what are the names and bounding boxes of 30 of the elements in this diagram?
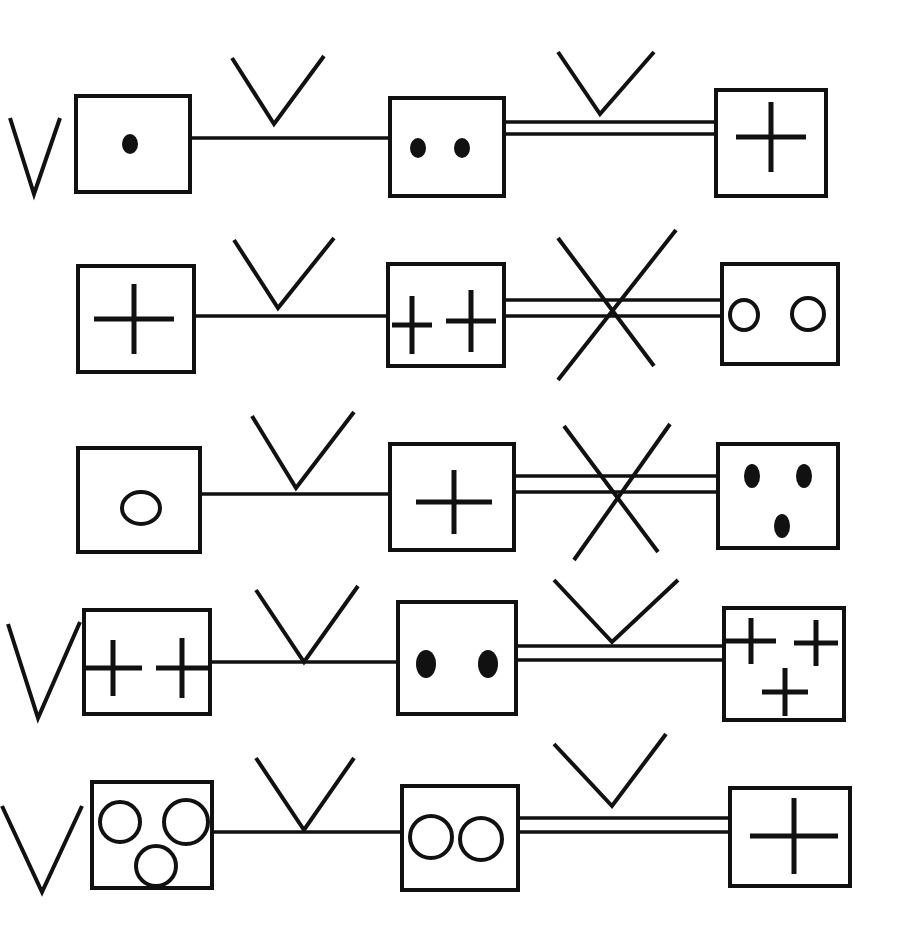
square-box (400, 784, 520, 892)
connector-line (506, 298, 720, 302)
connector-line (506, 314, 720, 318)
square-box (76, 446, 202, 554)
square-box (76, 264, 196, 374)
connector-line (506, 132, 714, 136)
square-box (714, 88, 828, 198)
square-box (74, 94, 192, 194)
square-box (722, 606, 846, 722)
connector-line (520, 816, 728, 820)
square-box (386, 262, 506, 368)
square-box (396, 600, 518, 716)
connector-line (214, 830, 400, 834)
connector-line (192, 136, 388, 140)
connector-line (212, 660, 396, 664)
connector-line (516, 474, 716, 478)
square-box (728, 786, 852, 888)
connector-line (196, 314, 386, 318)
square-box (388, 96, 506, 198)
square-box (90, 780, 214, 890)
square-box (388, 442, 516, 552)
connector-line (520, 830, 728, 834)
connector-line (518, 658, 722, 662)
connector-line (202, 492, 388, 496)
connector-line (506, 120, 714, 124)
square-box (716, 442, 840, 550)
connector-line (516, 490, 716, 494)
square-box (82, 608, 212, 716)
square-box (720, 262, 840, 366)
connector-line (518, 644, 722, 648)
